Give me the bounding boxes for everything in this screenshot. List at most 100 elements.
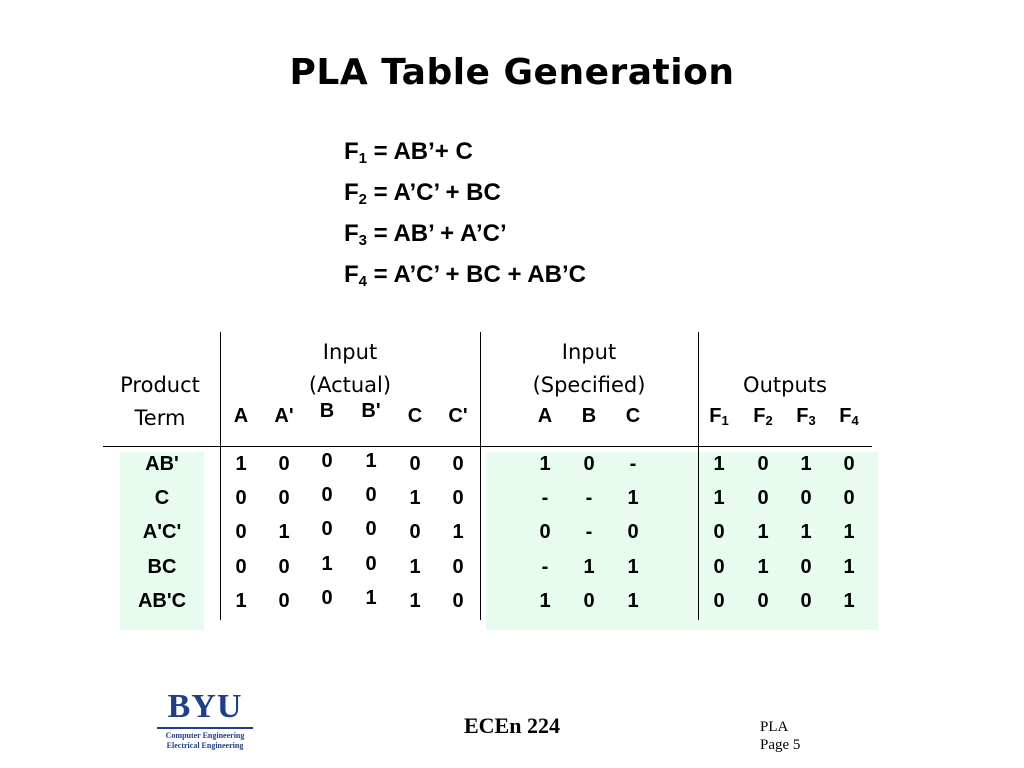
actual-cell: 0 [452, 590, 464, 612]
col-actual-c: C [407, 405, 423, 427]
specified-outputs-highlight [486, 452, 878, 630]
actual-cell: 0 [365, 484, 377, 506]
col-output-f1: F1 [699, 405, 739, 428]
header-input-actual: Input [322, 340, 378, 364]
logo-line-computer: Computer Engineering [165, 731, 245, 740]
col-output-name: F [796, 405, 809, 427]
actual-cell: 0 [321, 587, 333, 609]
output-cell: 0 [843, 453, 855, 475]
output-cell: 0 [757, 487, 769, 509]
specified-cell: - [541, 556, 549, 578]
specified-cell: 1 [539, 590, 551, 612]
header-term: Term [134, 406, 186, 430]
actual-cell: 0 [278, 453, 290, 475]
eq-sub: 3 [358, 232, 368, 249]
eq-lhs: F [344, 179, 359, 206]
actual-cell: 1 [365, 587, 377, 609]
output-cell: 1 [757, 521, 769, 543]
actual-cell: 0 [409, 453, 421, 475]
actual-cell: 0 [452, 487, 464, 509]
col-output-name: F [709, 405, 722, 427]
specified-cell: - [585, 521, 593, 543]
byu-logo-text: BYU [167, 688, 243, 725]
actual-cell: 0 [235, 556, 247, 578]
product-term-cell: AB'C [137, 590, 187, 612]
specified-cell: 1 [583, 556, 595, 578]
actual-cell: 0 [278, 590, 290, 612]
output-cell: 1 [800, 453, 812, 475]
eq-sub: 1 [358, 150, 368, 167]
header-specified: (Specified) [532, 373, 646, 397]
actual-cell: 0 [321, 518, 333, 540]
header-product: Product [120, 373, 200, 397]
divider-product-actual [220, 332, 221, 620]
eq-rhs: = AB’ + A’C’ [367, 220, 507, 247]
divider-actual-specified [480, 332, 481, 620]
output-cell: 0 [757, 453, 769, 475]
output-cell: 0 [800, 487, 812, 509]
eq-lhs: F [344, 220, 359, 247]
actual-cell: 1 [409, 487, 421, 509]
col-output-f3: F3 [786, 405, 826, 428]
eq-lhs: F [344, 261, 359, 288]
equation-f1: F1 = AB’+ C [344, 138, 473, 166]
section-label: PLA [760, 719, 789, 735]
col-output-sub: 2 [765, 413, 773, 428]
col-output-name: F [753, 405, 766, 427]
actual-cell: 0 [278, 556, 290, 578]
specified-cell: 1 [627, 556, 639, 578]
col-output-sub: 3 [808, 413, 816, 428]
equation-f3: F3 = AB’ + A’C’ [344, 220, 507, 248]
logo-line-electrical: Electrical Engineering [166, 741, 244, 750]
specified-cell: 0 [583, 590, 595, 612]
specified-cell: 1 [539, 453, 551, 475]
col-specified-a: A [537, 405, 553, 427]
specified-cell: - [629, 453, 637, 475]
col-output-f2: F2 [743, 405, 783, 428]
specified-cell: 1 [627, 487, 639, 509]
actual-cell: 0 [365, 553, 377, 575]
eq-sub: 2 [358, 191, 368, 208]
byu-logo: BYU Computer Engineering Electrical Engi… [155, 690, 255, 751]
actual-cell: 1 [278, 521, 290, 543]
page-number: Page 5 [760, 737, 801, 753]
header-outputs: Outputs [743, 373, 827, 397]
product-term-highlight [120, 452, 204, 630]
specified-cell: - [541, 487, 549, 509]
col-actual-b: B [319, 400, 335, 422]
actual-cell: 0 [278, 487, 290, 509]
eq-rhs: = A’C’ + BC + AB’C [367, 261, 586, 288]
output-cell: 1 [713, 453, 725, 475]
course-name: ECEn 224 [464, 713, 560, 738]
product-term-cell: C [154, 487, 170, 509]
output-cell: 0 [800, 590, 812, 612]
specified-cell: 0 [539, 521, 551, 543]
output-cell: 0 [757, 590, 769, 612]
col-output-name: F [839, 405, 852, 427]
product-term-cell: A'C' [142, 521, 182, 543]
product-term-cell: AB' [145, 453, 179, 475]
col-specified-c: C [625, 405, 641, 427]
col-actual-b-not: B' [361, 400, 381, 422]
col-output-f4: F4 [829, 405, 869, 428]
actual-cell: 1 [235, 453, 247, 475]
actual-cell: 0 [321, 484, 333, 506]
specified-cell: 1 [627, 590, 639, 612]
header-divider [103, 446, 872, 447]
eq-rhs: = AB’+ C [367, 138, 473, 165]
actual-cell: 1 [321, 553, 333, 575]
output-cell: 0 [843, 487, 855, 509]
col-actual-c-not: C' [448, 405, 468, 427]
output-cell: 1 [843, 556, 855, 578]
divider-specified-outputs [698, 332, 699, 620]
col-output-sub: 4 [851, 413, 859, 428]
output-cell: 0 [713, 521, 725, 543]
slide-title: PLA Table Generation [289, 52, 735, 93]
specified-cell: 0 [583, 453, 595, 475]
actual-cell: 0 [235, 487, 247, 509]
output-cell: 0 [800, 556, 812, 578]
output-cell: 1 [843, 521, 855, 543]
header-input-specified: Input [561, 340, 617, 364]
eq-lhs: F [344, 138, 359, 165]
actual-cell: 0 [409, 521, 421, 543]
